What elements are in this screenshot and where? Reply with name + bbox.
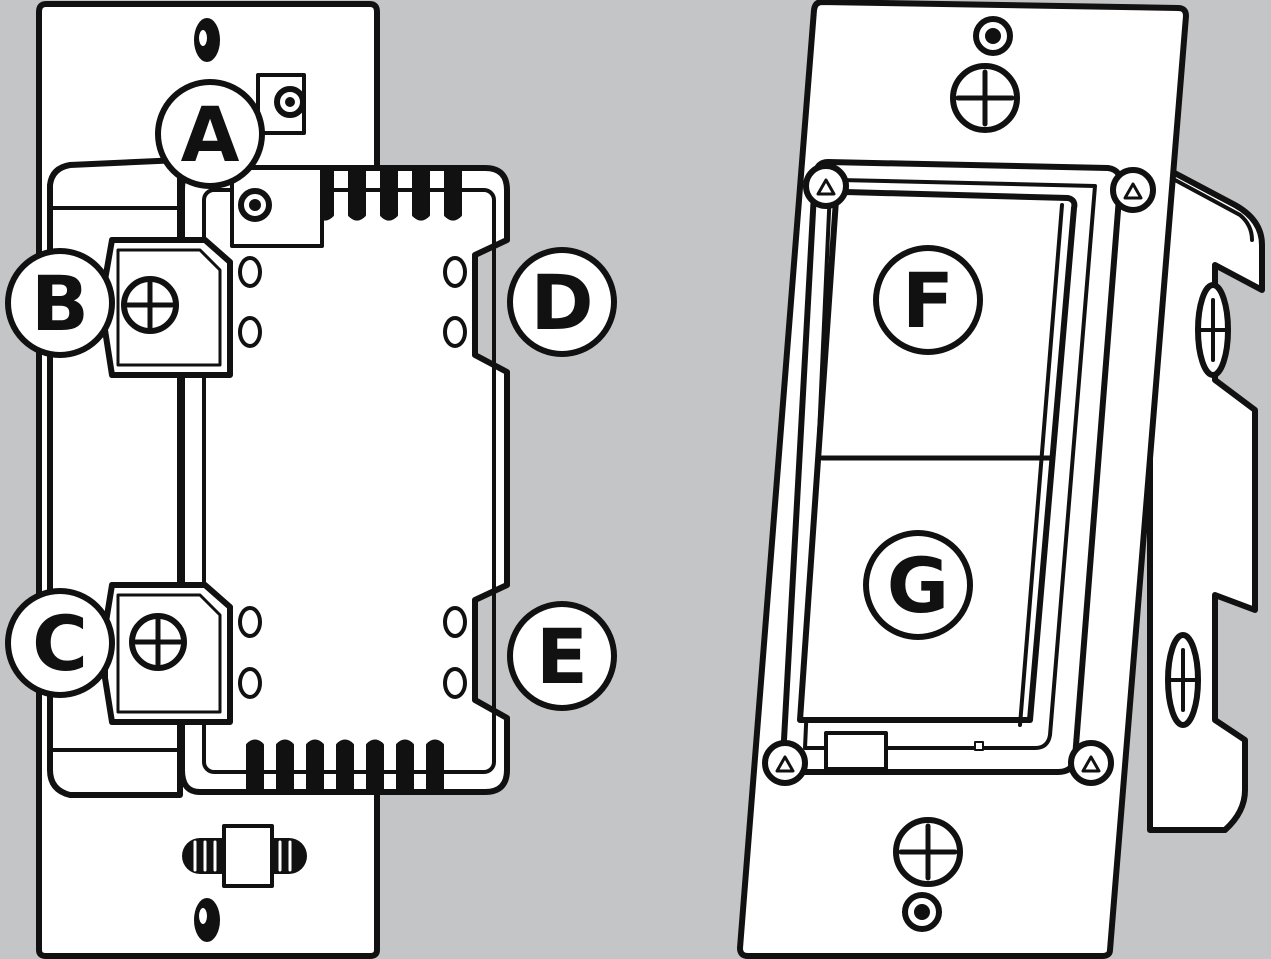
callout-g-label: G	[887, 541, 949, 630]
callout-g: G	[863, 530, 973, 640]
callout-e-label: E	[536, 612, 588, 701]
switch-rear-view	[36, 1, 510, 959]
callout-e: E	[507, 601, 617, 711]
bottom-vent-slots	[246, 739, 444, 792]
air-gap-switch[interactable]	[824, 731, 888, 771]
back-housing	[179, 165, 510, 795]
callouts: A B C D E F G	[5, 79, 983, 711]
switch-front-view	[737, 0, 1265, 959]
callout-f-label: F	[902, 256, 954, 345]
callout-f: F	[873, 245, 983, 355]
strap-hole-top	[194, 18, 220, 62]
callout-d: D	[507, 247, 617, 357]
callout-d-label: D	[530, 258, 593, 347]
wire-holes	[238, 256, 467, 699]
callout-b-label: B	[31, 259, 89, 348]
callout-a: A	[155, 79, 265, 189]
callout-c: C	[5, 588, 115, 698]
callout-b: B	[5, 248, 115, 358]
callout-c-label: C	[32, 599, 88, 688]
bottom-mounting-screw-icon	[182, 824, 307, 888]
callout-a-label: A	[181, 90, 240, 179]
strap-hole-bottom	[194, 898, 220, 942]
status-led	[974, 741, 984, 751]
